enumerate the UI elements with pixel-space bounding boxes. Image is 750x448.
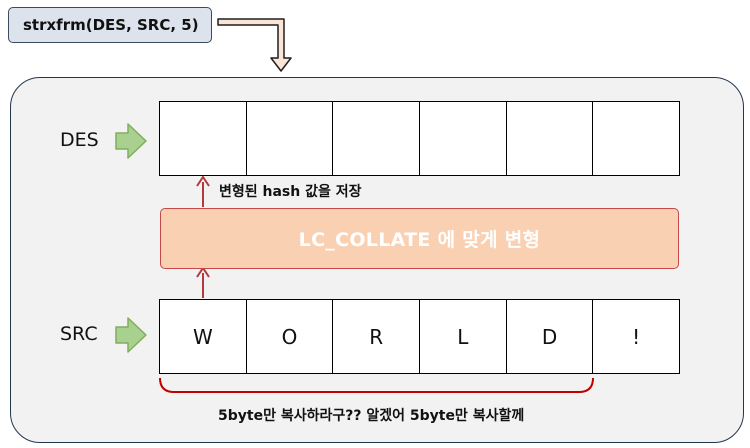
des-buffer <box>159 101 680 176</box>
function-call-label: strxfrm(DES, SRC, 5) <box>23 16 199 34</box>
src-cell: O <box>247 300 334 373</box>
des-cell <box>160 102 247 175</box>
copy-range-bracket <box>159 377 594 393</box>
lc-to-des-arrowhead <box>196 175 210 187</box>
des-label: DES <box>60 129 99 151</box>
src-cell: W <box>160 300 247 373</box>
des-cell <box>507 102 594 175</box>
src-buffer: W O R L D ! <box>159 299 680 374</box>
copy-note: 5byte만 복사하라구?? 알겠어 5byte만 복사할께 <box>218 408 525 424</box>
src-cell: L <box>420 300 507 373</box>
src-cell: D <box>507 300 594 373</box>
lc-collate-label: LC_COLLATE 에 맞게 변형 <box>298 229 541 251</box>
call-elbow-arrow <box>217 18 292 72</box>
src-cell: ! <box>632 324 641 349</box>
lc-collate-box: LC_COLLATE 에 맞게 변형 <box>160 208 679 269</box>
src-pointer-arrow <box>115 317 147 353</box>
des-cell <box>333 102 421 175</box>
src-label: SRC <box>60 323 98 345</box>
function-call-box: strxfrm(DES, SRC, 5) <box>8 7 212 43</box>
des-cell <box>420 102 507 175</box>
des-cell <box>247 102 334 175</box>
src-cell: R <box>333 300 421 373</box>
store-note: 변형된 hash 값을 저장 <box>219 184 362 200</box>
des-pointer-arrow <box>115 123 147 159</box>
des-cell <box>593 102 679 175</box>
